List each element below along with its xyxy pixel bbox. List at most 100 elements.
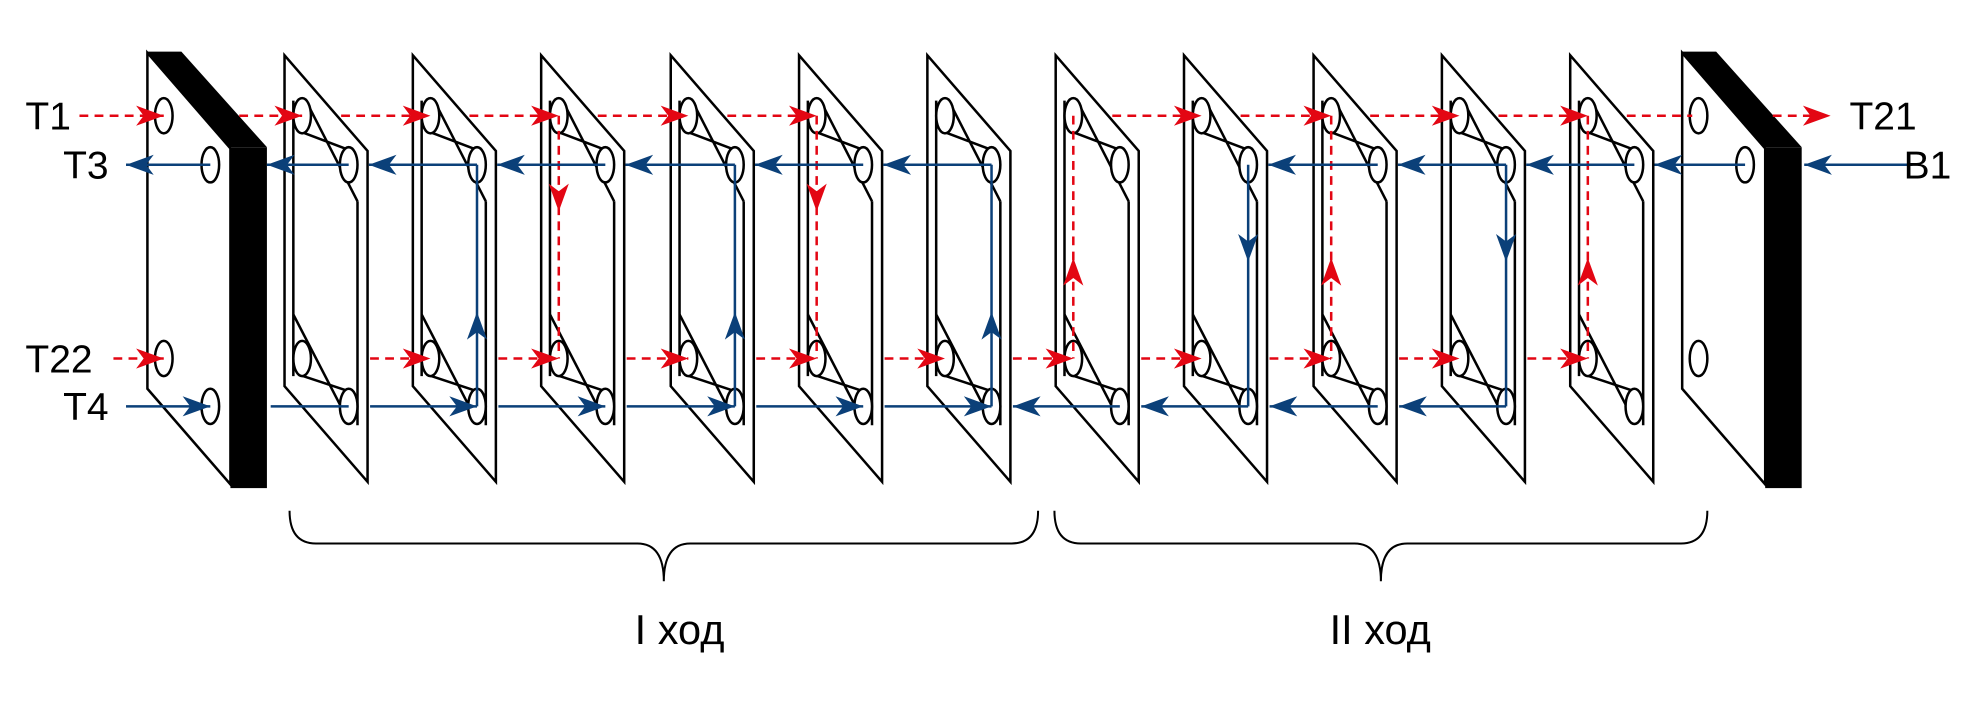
gasket-line <box>1583 129 1632 150</box>
gasket-line <box>1198 373 1245 392</box>
end-plate-side-edge <box>230 147 267 489</box>
hot-flow-arrow-icon <box>274 105 303 126</box>
port-icon <box>1688 339 1709 378</box>
plate-10 <box>1440 51 1527 486</box>
fixed-end-plate <box>146 49 267 489</box>
hot-flow-arrow-icon <box>660 348 689 369</box>
plate-9 <box>1312 51 1398 486</box>
label-t21: T21 <box>1849 96 1916 139</box>
brace-second-pass <box>1053 510 1709 582</box>
plates-group <box>146 49 1802 489</box>
hot-flow-arrow-icon <box>806 183 827 212</box>
plate-11 <box>1568 51 1655 486</box>
port-icon <box>1109 145 1130 184</box>
hot-flow-arrow-icon <box>402 105 431 126</box>
plate-6 <box>926 51 1012 486</box>
pass-braces <box>288 510 1709 582</box>
gasket-line <box>1075 100 1130 202</box>
brace-first-pass <box>288 510 1040 582</box>
plate-1 <box>283 51 369 486</box>
port-icon <box>934 96 956 135</box>
gasket-line <box>942 373 989 392</box>
hot-flow-arrow-icon <box>136 105 164 126</box>
hot-flow-arrow-icon <box>1560 105 1588 126</box>
hot-flow-arrow-icon <box>1173 105 1202 126</box>
plate-3 <box>539 51 626 486</box>
cold-flow-arrow-icon <box>707 396 735 417</box>
cold-flow-arrow-icon <box>1268 154 1296 175</box>
cold-flow-arrow-icon <box>1012 396 1041 417</box>
cold-flow-arrow-icon <box>1238 233 1259 262</box>
cold-flow-arrow-icon <box>1141 396 1169 417</box>
cold-flow-arrow-icon <box>981 311 1002 340</box>
gasket-line <box>813 373 860 392</box>
cold-flow-arrow-icon <box>724 311 745 340</box>
plate-7 <box>1054 51 1140 486</box>
gasket-line <box>297 129 346 150</box>
label-t3: T3 <box>63 145 109 188</box>
pressure-end-plate <box>1680 49 1802 489</box>
gasket-line <box>426 129 474 150</box>
gasket-line <box>561 100 616 202</box>
cold-flow-arrow-icon <box>449 396 478 417</box>
cold-flow-arrow-icon <box>126 154 154 175</box>
cold-flow-arrow-icon <box>1269 396 1298 417</box>
cold-flow-arrow-icon <box>625 154 654 175</box>
port-icon <box>292 339 313 378</box>
hot-flow-arrow-icon <box>1577 257 1598 286</box>
cold-flow-arrow-icon <box>466 311 488 340</box>
cold-flow-arrow-icon <box>883 154 912 175</box>
gasket-line <box>1070 373 1117 392</box>
cold-flow-arrow-icon <box>182 396 211 417</box>
gasket-line <box>1590 100 1645 202</box>
hot-flow-arrow-icon <box>1321 257 1342 286</box>
plate-2 <box>411 51 498 486</box>
cold-flow-arrow-icon <box>1397 154 1426 175</box>
hot-flow-arrow-icon <box>660 105 689 126</box>
gasket-line <box>1326 129 1375 150</box>
gasket-line <box>1456 373 1503 392</box>
cold-flow-arrow-icon <box>266 154 295 175</box>
label-t22: T22 <box>25 338 92 381</box>
gasket-line <box>685 373 732 392</box>
end-plate-top-edge <box>1682 51 1802 148</box>
plate-4 <box>669 51 756 486</box>
hot-flow-arrow-icon <box>531 105 559 126</box>
label-t4: T4 <box>63 386 109 429</box>
hot-flow-arrow-icon <box>1560 348 1588 369</box>
gasket-line <box>1069 129 1117 150</box>
cold-flow-arrow-icon <box>963 396 992 417</box>
hot-flow-arrow-icon <box>1045 348 1074 369</box>
plate-8 <box>1182 51 1269 486</box>
label-t1: T1 <box>25 96 71 139</box>
cold-flow-arrow-icon <box>368 154 397 175</box>
gasket-line <box>555 373 602 392</box>
end-plate-top-edge <box>147 51 267 148</box>
gasket-line <box>684 129 732 150</box>
cold-flow-arrow-icon <box>497 154 525 175</box>
cold-flow-arrow-icon <box>1399 396 1427 417</box>
hot-flow-arrow-icon <box>1303 348 1332 369</box>
gasket-line <box>1328 373 1375 392</box>
gasket-line <box>819 100 874 202</box>
port-icon <box>1624 387 1645 426</box>
cold-flow-arrow-icon <box>1526 154 1554 175</box>
hot-flow-arrow-icon <box>1063 257 1084 286</box>
pass-label-first: I ход <box>635 606 725 653</box>
cold-flow-arrow-icon <box>577 396 606 417</box>
hot-flow-arrow-icon <box>1802 105 1831 126</box>
hot-flow-arrow-icon <box>917 348 945 369</box>
hot-flow-arrow-icon <box>1303 105 1332 126</box>
hot-flow-arrow-icon <box>1431 105 1460 126</box>
hot-flow-arrow-icon <box>548 183 569 212</box>
hot-flow-arrow-icon <box>402 348 431 369</box>
gasket-line <box>1197 129 1245 150</box>
cold-flow-arrow-icon <box>835 396 864 417</box>
hot-flow-arrow-icon <box>531 348 559 369</box>
gasket-line <box>304 100 359 202</box>
gasket-line <box>812 129 860 150</box>
flows-group <box>79 105 1913 417</box>
gasket-line <box>554 129 602 150</box>
hot-flow-arrow-icon <box>136 348 164 369</box>
